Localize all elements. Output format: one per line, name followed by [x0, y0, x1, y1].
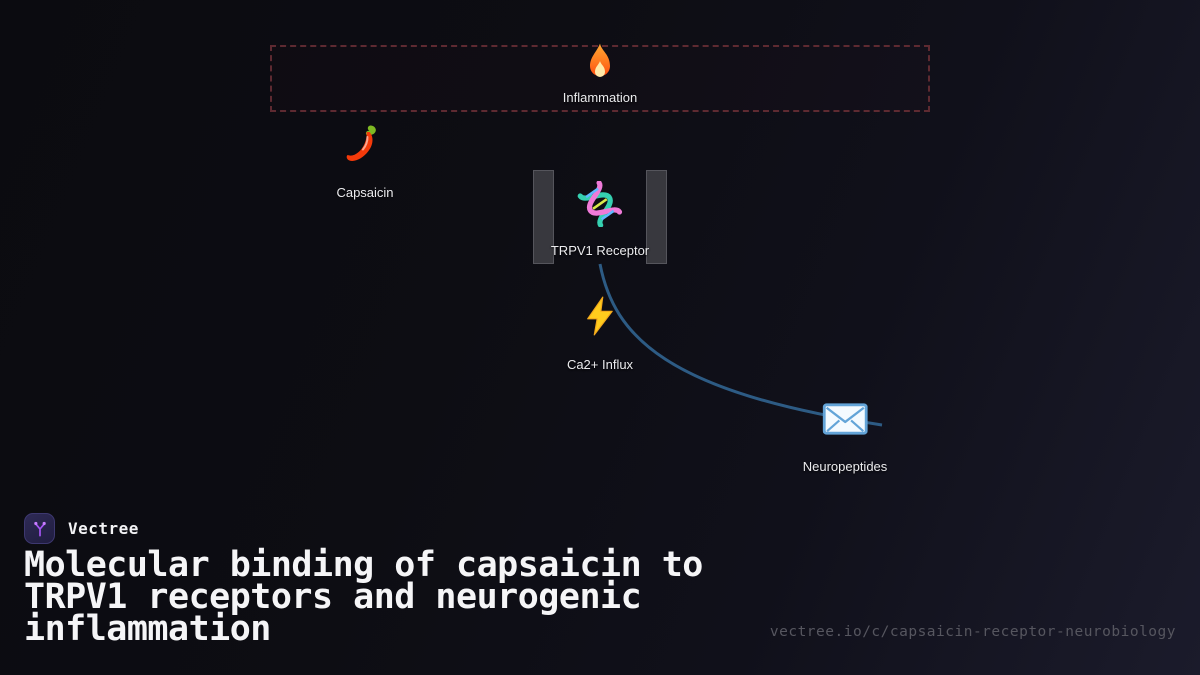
- node-ca2-influx[interactable]: Ca2+ Influx: [567, 295, 633, 372]
- inflammation-zone[interactable]: Inflammation: [270, 42, 930, 112]
- fire-icon: [585, 42, 615, 87]
- ca2-influx-label: Ca2+ Influx: [566, 357, 634, 372]
- capsaicin-label: Capsaicin: [336, 185, 394, 200]
- dna-helix-icon: [577, 180, 623, 232]
- node-trpv1-receptor[interactable]: TRPV1 Receptor: [550, 180, 650, 258]
- trpv1-receptor-label: TRPV1 Receptor: [550, 243, 650, 258]
- vectree-logo-icon: [24, 513, 55, 544]
- inflammation-label: Inflammation: [562, 90, 638, 105]
- lightning-bolt-icon: [583, 295, 617, 342]
- signal-curve: [598, 263, 883, 427]
- envelope-icon: [822, 403, 868, 440]
- chili-pepper-icon: [343, 124, 387, 173]
- membrane-channel-left-bar: [533, 170, 554, 264]
- node-neuropeptides[interactable]: Neuropeptides: [802, 403, 888, 474]
- neuropeptides-label: Neuropeptides: [802, 459, 888, 474]
- footer-url-link[interactable]: vectree.io/c/capsaicin-receptor-neurobio…: [769, 624, 1176, 640]
- node-capsaicin[interactable]: Capsaicin: [336, 124, 394, 200]
- brand-lockup: Vectree: [24, 513, 139, 544]
- page-title: Molecular binding of capsaicin to TRPV1 …: [24, 545, 703, 649]
- membrane-channel-right-bar: [646, 170, 667, 264]
- brand-name: Vectree: [68, 519, 139, 538]
